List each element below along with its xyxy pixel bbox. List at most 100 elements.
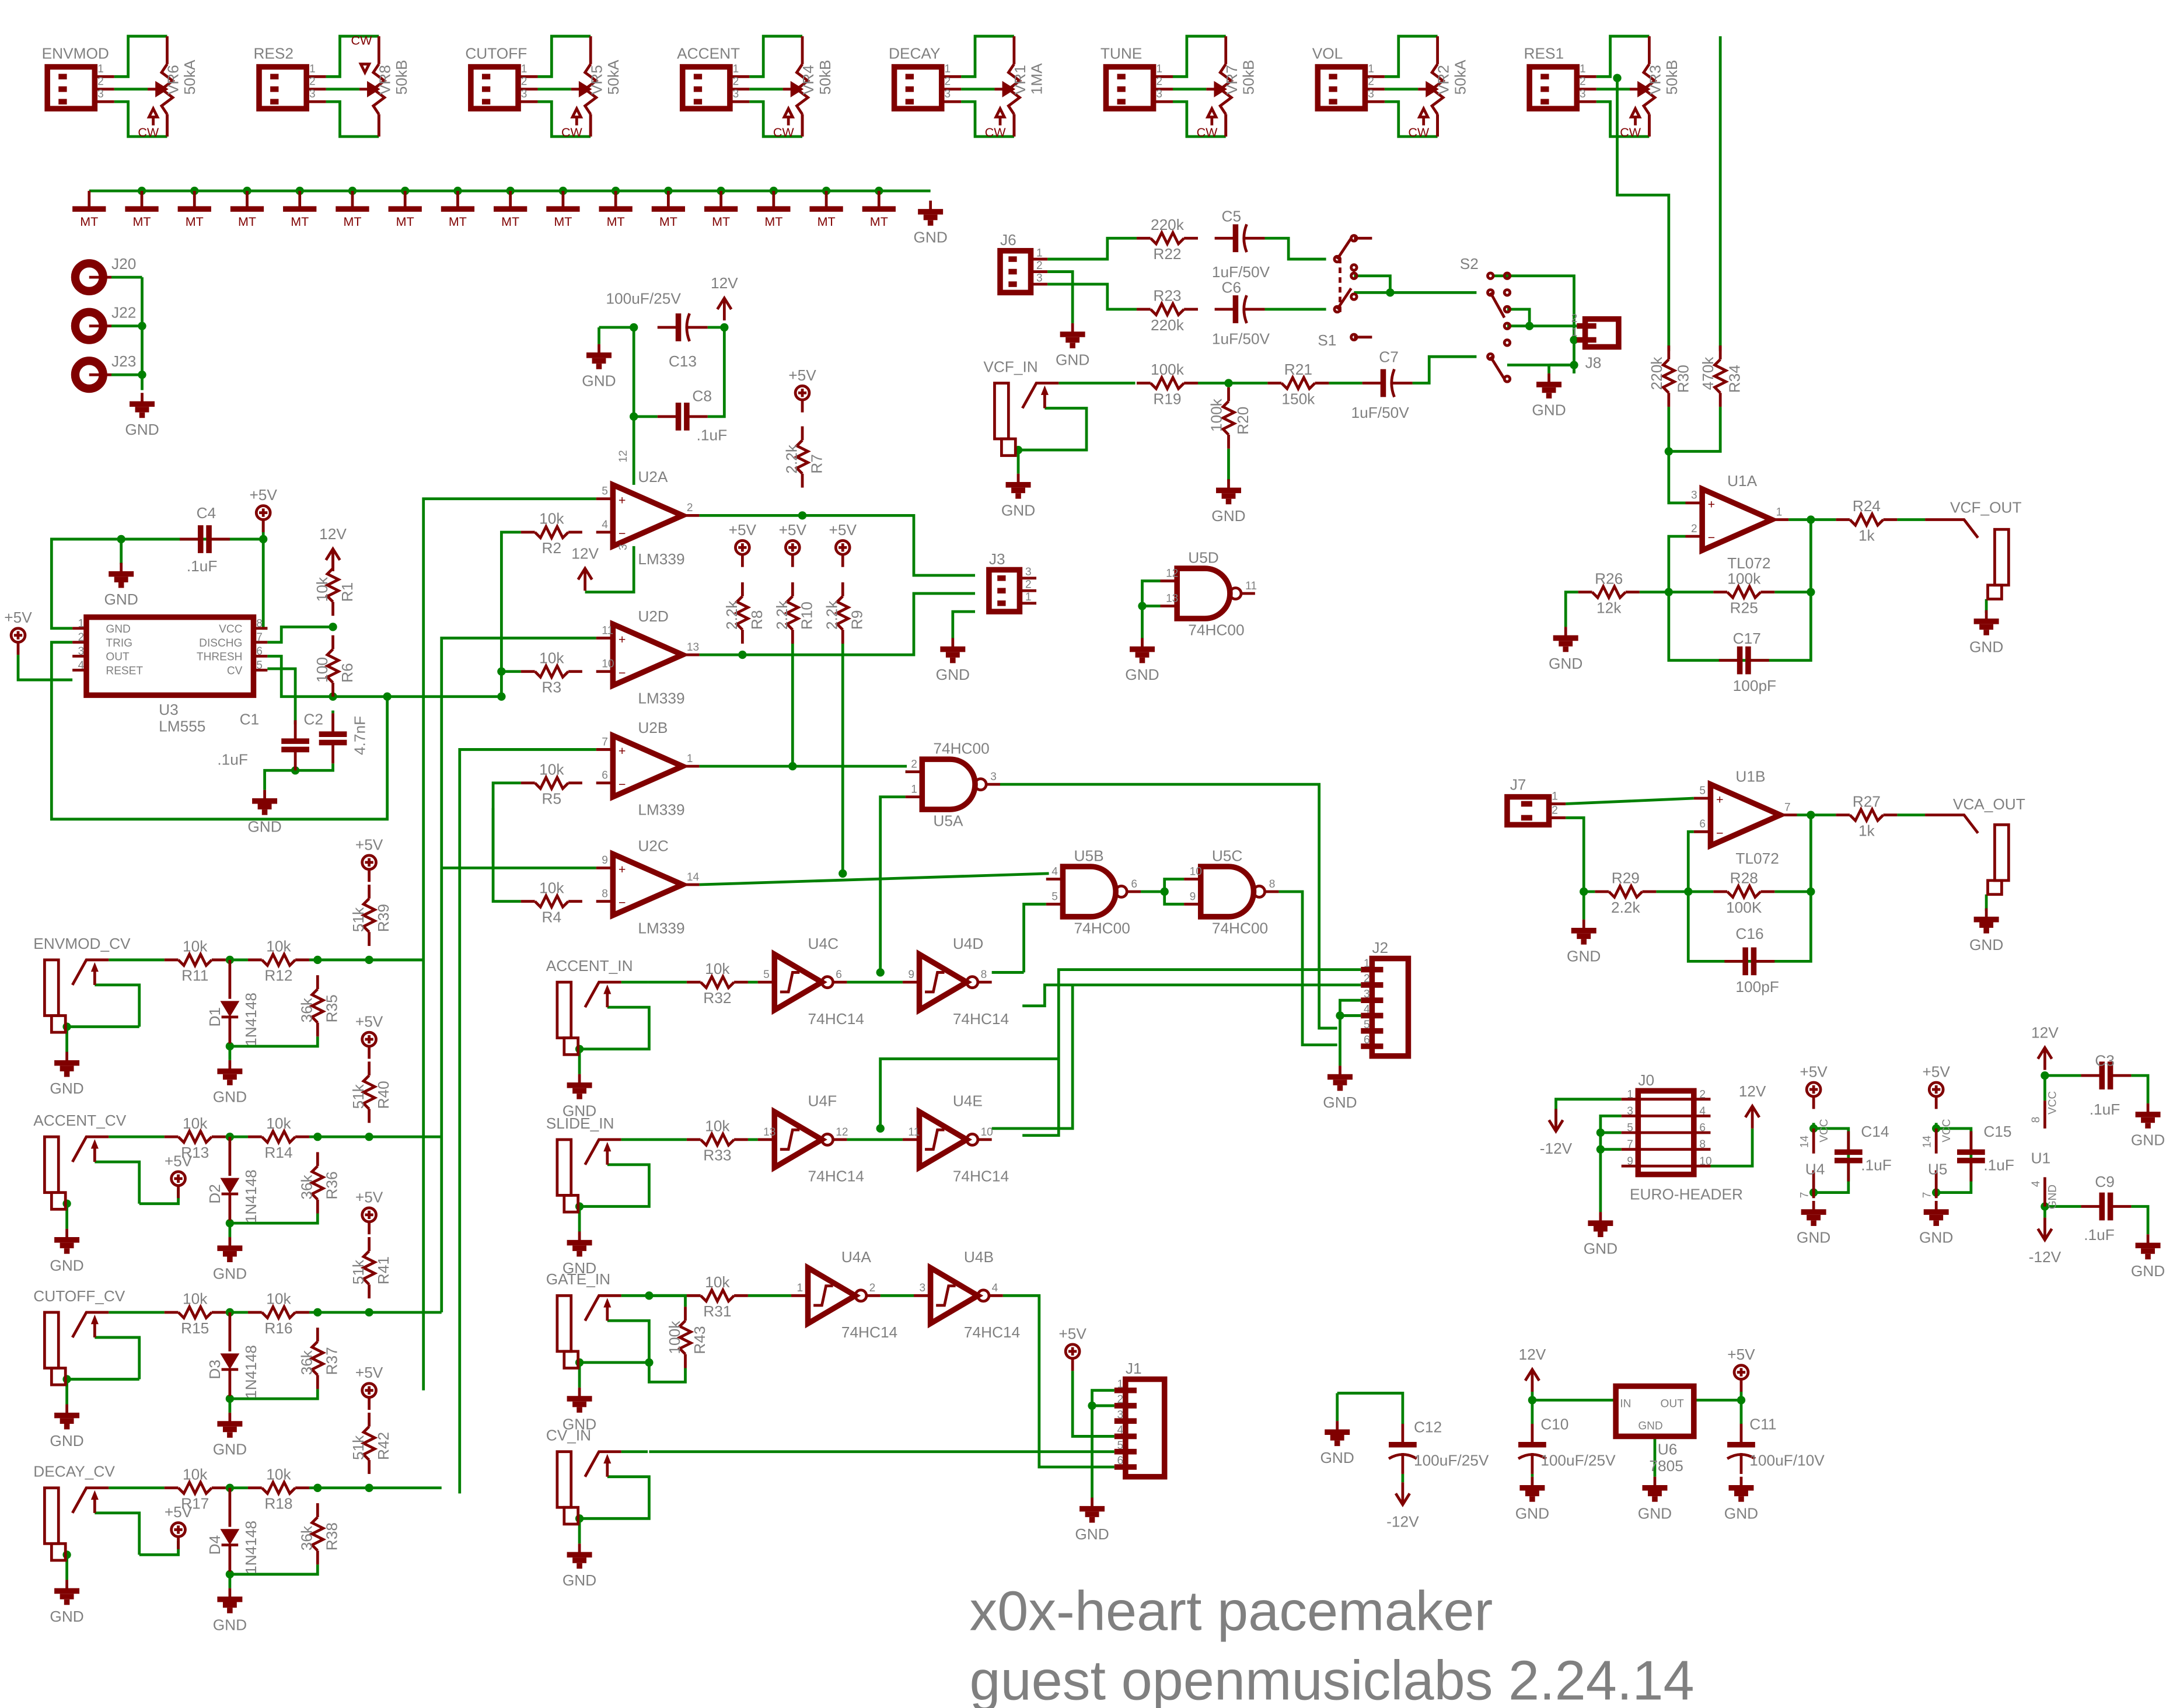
mounting-terminal	[177, 191, 211, 212]
pin-number: 2	[869, 1282, 876, 1294]
pot-value: 50kB	[1663, 60, 1681, 95]
mt-label: MT	[712, 215, 730, 229]
junction-dot	[329, 623, 337, 631]
inverter-triangle	[771, 949, 827, 1015]
jack-sleeve	[556, 1450, 573, 1509]
ground-label: GND	[213, 1616, 247, 1633]
audio-jack-VCF_IN	[993, 382, 1059, 457]
diode-D4	[220, 1487, 240, 1572]
ground-label: GND	[1323, 1094, 1357, 1111]
pin-number: 10	[602, 658, 614, 670]
switch-contact	[1503, 305, 1512, 314]
pin-number: 4	[992, 1282, 998, 1294]
minus-sign: −	[1708, 531, 1716, 545]
pin-number: 2	[911, 758, 917, 770]
supply-label: -12V	[1540, 1140, 1573, 1157]
capacitor-C11	[1726, 1423, 1756, 1474]
wire	[229, 1213, 319, 1225]
wire	[1173, 34, 1226, 78]
pin-number: 2	[78, 631, 85, 644]
pin-number: 2	[1571, 312, 1578, 324]
resistor-value: 100k	[1727, 570, 1761, 587]
pot-value: 1MA	[1028, 63, 1046, 95]
jack-label: ENVMOD_CV	[33, 935, 131, 952]
ground-label: GND	[1638, 1504, 1672, 1522]
cap-ref: C17	[1733, 630, 1761, 647]
resistor-ref: R18	[264, 1495, 292, 1513]
jack-label: ACCENT_IN	[546, 957, 633, 974]
pin-number: 3	[1364, 988, 1370, 1000]
capacitor-C7	[1362, 368, 1413, 398]
resistor-value: 10k	[266, 1465, 291, 1483]
resistor-R33	[686, 1131, 748, 1148]
mt-label: MT	[501, 215, 519, 229]
jack-body	[563, 1350, 580, 1370]
mt-label: MT	[870, 215, 888, 229]
jack-tip-spring	[1021, 382, 1059, 409]
pin-number: 10	[981, 1126, 993, 1138]
part-value: 74HC14	[953, 1168, 1009, 1185]
supply-label: +5V	[779, 521, 807, 539]
cap-ref: C10	[1540, 1416, 1568, 1433]
part-value: 74HC14	[808, 1010, 864, 1028]
wire	[295, 763, 334, 772]
wire	[1667, 451, 1686, 505]
nand-body	[1060, 864, 1119, 920]
plus-12v-supply	[1744, 1103, 1761, 1129]
ground-label: GND	[2131, 1262, 2165, 1280]
pin-number: 6	[1699, 818, 1706, 830]
cap-value: .1uF	[2090, 1101, 2120, 1118]
pin-number: 7	[1784, 801, 1791, 813]
wire	[1047, 270, 1074, 323]
wire	[139, 1189, 180, 1206]
resistor-value: 10k	[705, 1117, 730, 1135]
part-value: TL072	[1735, 850, 1779, 867]
resistor-value: 2.2k	[723, 600, 740, 630]
pin-number: 5	[256, 659, 263, 672]
resistor-value: 10k	[183, 1290, 208, 1308]
ground-symbol	[567, 1387, 592, 1413]
switch-contact	[1503, 375, 1512, 383]
wire	[499, 530, 521, 697]
pin-number: 1	[1571, 326, 1578, 338]
mt-label: MT	[659, 215, 677, 229]
resistor-value: 51k	[350, 907, 367, 932]
pot-ref: VR6	[165, 65, 182, 95]
resistor-zigzag	[177, 951, 213, 969]
wire	[699, 872, 1049, 886]
resistor-ref: R17	[181, 1495, 209, 1513]
resistor-R41	[360, 1237, 378, 1299]
pin-number: 14	[687, 871, 700, 883]
cw-arrow-icon	[1417, 105, 1430, 118]
switch-contact	[1503, 322, 1512, 330]
ground-label: GND	[104, 591, 138, 608]
resistor-ref: R42	[375, 1432, 392, 1460]
mount-hole-J20	[71, 259, 111, 296]
connector-J0-euro-header	[1621, 1088, 1711, 1178]
resistor-ref: R22	[1153, 245, 1181, 263]
audio-jack-SLIDE_IN	[556, 1138, 621, 1214]
jack-body	[563, 1506, 580, 1526]
cap-ref: C8	[692, 387, 712, 405]
pot-connector-label: CUTOFF	[465, 44, 527, 62]
ground-symbol	[54, 1404, 80, 1430]
junction-dot	[365, 1308, 373, 1317]
plus-sign: +	[619, 633, 626, 647]
pin-number: 6	[1699, 1122, 1706, 1134]
resistor-zigzag	[1849, 806, 1885, 824]
resistor-value: 2.2k	[773, 600, 791, 630]
diode-ref: D1	[206, 1007, 223, 1027]
resistor-zigzag	[360, 1074, 378, 1110]
resistor-zigzag	[1726, 583, 1762, 601]
supply-label: +5V	[355, 836, 383, 853]
part-value: LM339	[638, 801, 684, 819]
pin-number: 2	[1156, 76, 1162, 88]
pin-number: 9	[1627, 1155, 1633, 1168]
opamp-triangle	[610, 850, 690, 920]
jack-sleeve	[556, 1138, 573, 1197]
schmitt-inverter-U4A	[791, 1263, 881, 1329]
resistor-ref: R12	[264, 967, 292, 984]
pin-number: 8	[1269, 878, 1276, 890]
wire	[749, 34, 803, 78]
resistor-R25	[1713, 583, 1775, 601]
